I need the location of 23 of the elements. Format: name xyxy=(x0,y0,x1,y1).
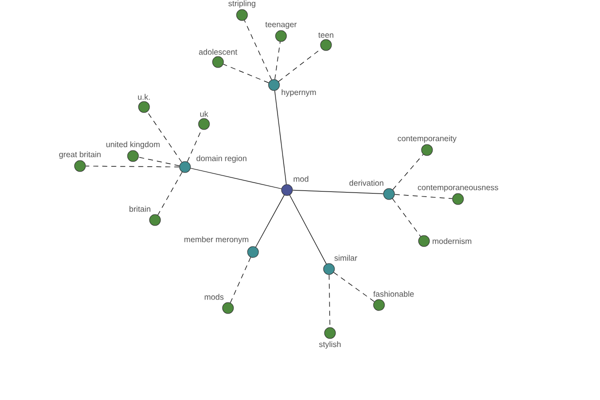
connector-line xyxy=(85,166,180,168)
connector-line xyxy=(230,256,251,304)
node-label: modernism xyxy=(431,237,473,245)
connector-line xyxy=(138,156,180,166)
connector-line xyxy=(223,64,269,84)
node-label: stylish xyxy=(318,340,342,350)
node-label: teen xyxy=(317,32,335,39)
connector-line xyxy=(146,111,182,163)
node-label: stripling xyxy=(227,0,257,9)
connector-line xyxy=(289,194,327,264)
connector-line xyxy=(394,194,453,199)
connector-line xyxy=(392,198,421,237)
connector-line xyxy=(190,168,282,190)
connector-line xyxy=(333,272,375,302)
connector-line xyxy=(274,41,280,80)
connector-line xyxy=(158,172,182,216)
node-label: hypernym xyxy=(280,88,318,98)
connector-line xyxy=(255,194,285,248)
connector-line xyxy=(278,48,322,82)
connector-line xyxy=(392,154,424,190)
connector-line xyxy=(244,20,272,80)
connector-line xyxy=(274,90,287,185)
connector-line xyxy=(292,190,384,194)
